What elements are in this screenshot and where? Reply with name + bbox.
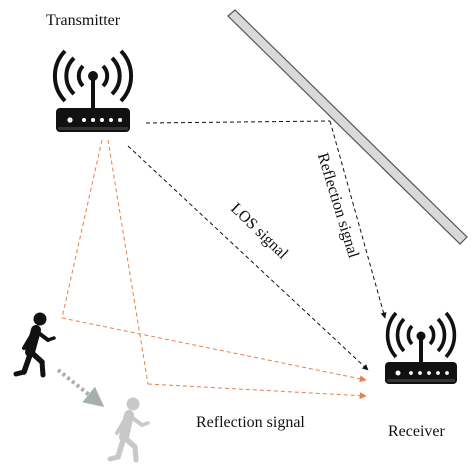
human-reflection-path	[61, 139, 367, 400]
reflection-signal-human-label: Reflection signal	[196, 414, 305, 431]
person-ghost-icon	[107, 397, 150, 463]
wall-reflection-path	[145, 120, 387, 319]
wall	[227, 9, 468, 245]
motion-arrow	[56, 368, 105, 407]
receiver-icon	[385, 311, 457, 384]
transmitter-label: Transmitter	[46, 12, 121, 29]
person-walking-icon	[13, 312, 56, 378]
transmitter-icon	[52, 49, 134, 132]
los-signal-path	[127, 145, 369, 371]
receiver-label: Receiver	[388, 423, 445, 440]
